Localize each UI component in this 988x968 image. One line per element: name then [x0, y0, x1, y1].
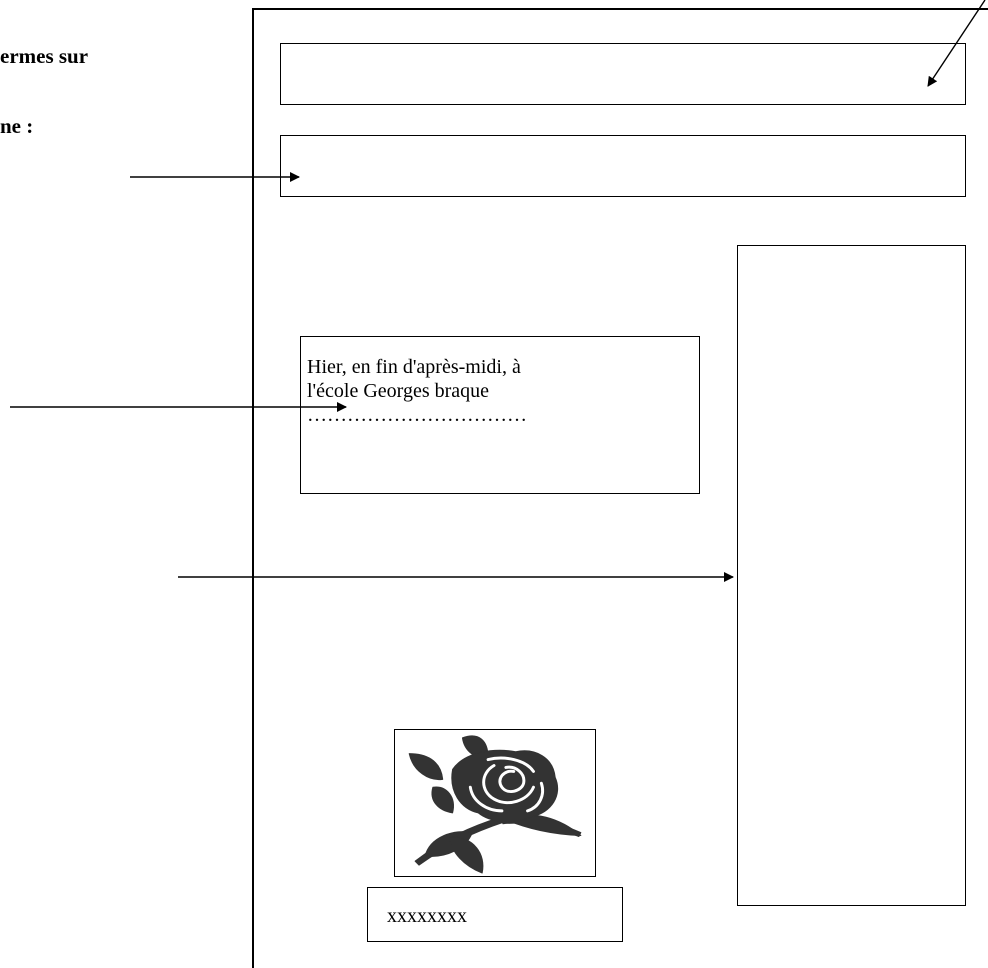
newspaper-page-frame [252, 8, 988, 968]
heading-text-line-2: ne : [0, 114, 34, 138]
side-column-box [737, 245, 966, 906]
subtitle-box [280, 135, 966, 197]
rose-illustration-icon [408, 735, 582, 874]
article-box: Hier, en fin d'après-midi, à l'école Geo… [300, 336, 700, 494]
caption-text: xxxxxxxx [387, 905, 467, 927]
article-text: Hier, en fin d'après-midi, à l'école Geo… [307, 356, 527, 426]
title-box [280, 43, 966, 105]
caption-box: xxxxxxxx [367, 887, 623, 942]
photo-box [394, 729, 596, 877]
heading-text-line-1: ermes sur [0, 44, 89, 68]
